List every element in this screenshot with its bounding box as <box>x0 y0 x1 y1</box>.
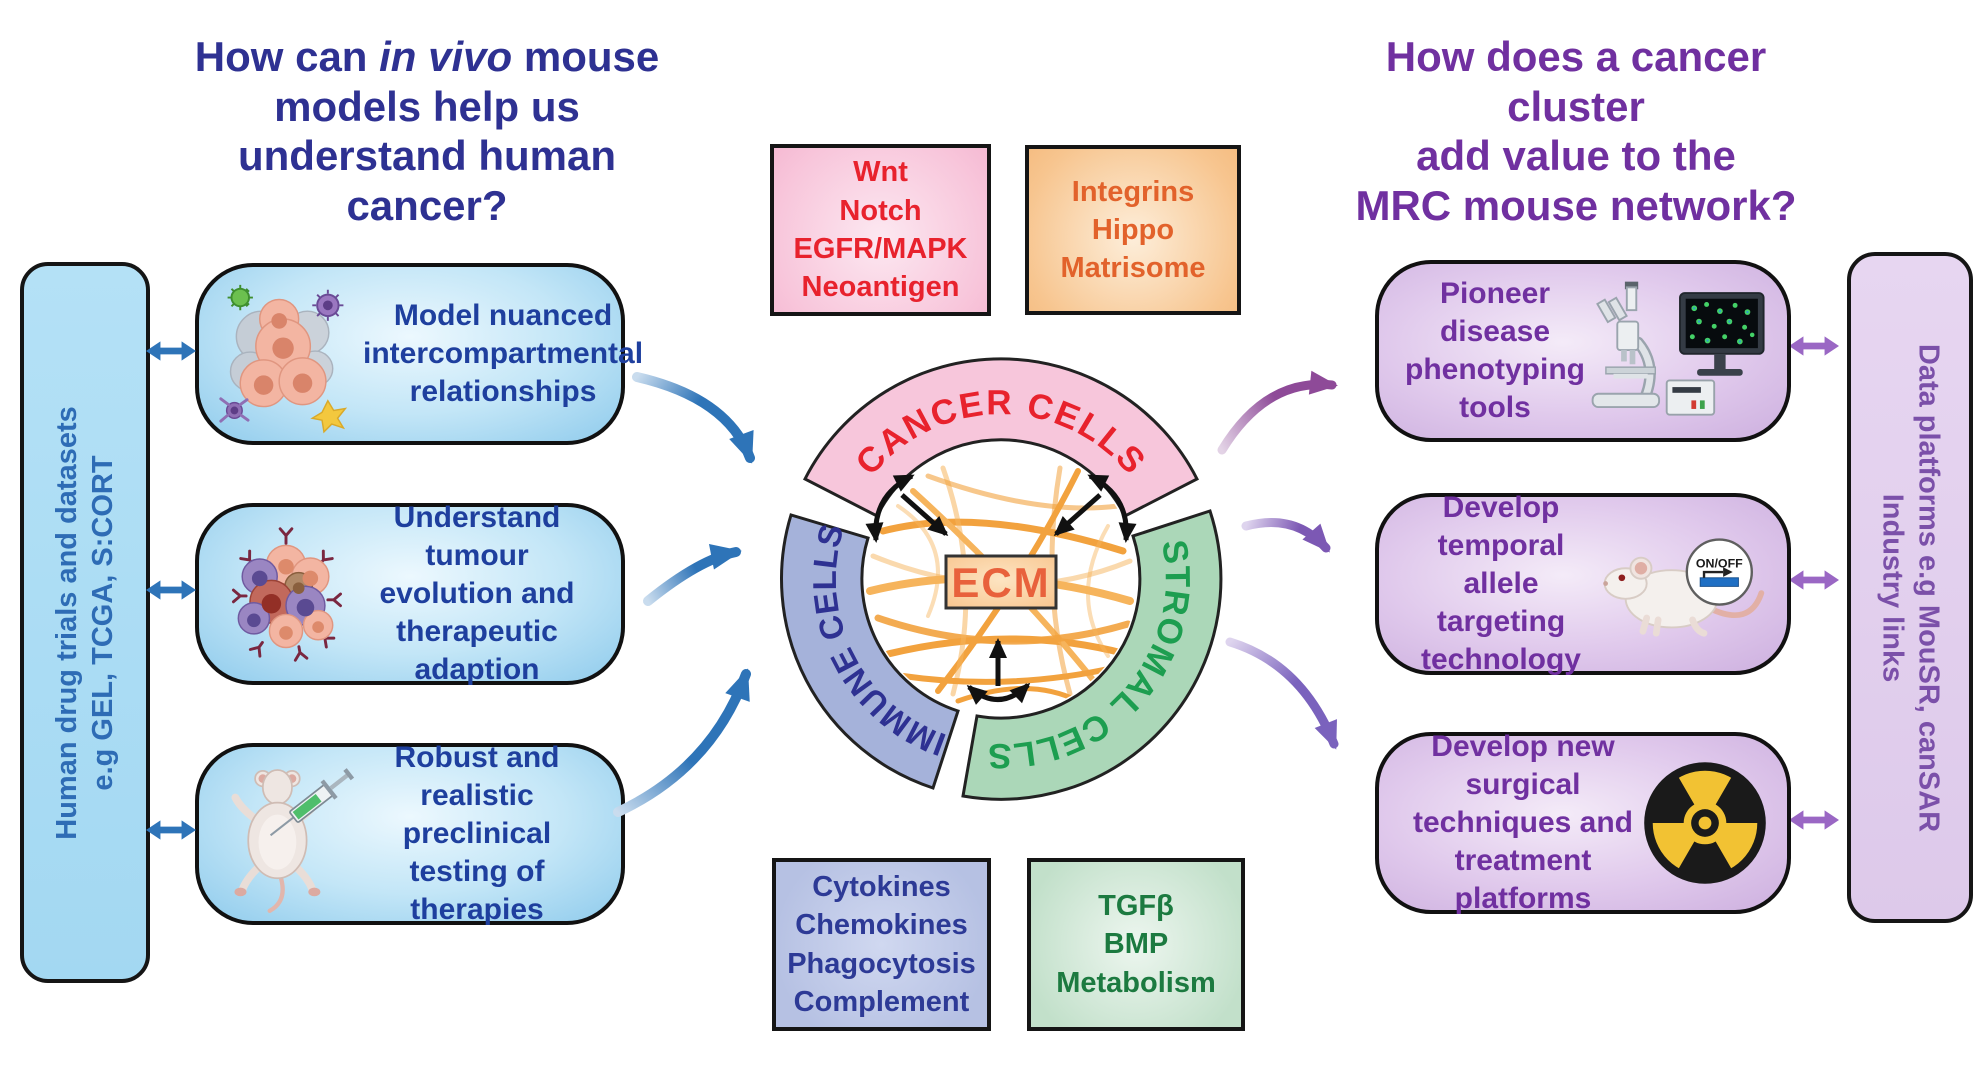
left-box-model-relationships: Model nuanced intercompartmental relatio… <box>195 263 643 445</box>
left-title-line1: How can in vivo mouse <box>194 33 660 80</box>
right-box-label: Develop new surgical techniques and trea… <box>1412 729 1634 916</box>
left-question-title: How can in vivo mouse models help us und… <box>194 33 660 229</box>
green-virus-icon <box>227 284 253 311</box>
right-sidebar-data-platforms: Data platforms e.g MouSR, canSAR Industr… <box>1847 252 1973 923</box>
ring-segment-stromal-cells <box>961 509 1223 801</box>
purple-immune-cell-icon <box>312 289 344 321</box>
cancer-pathways-box: Wnt Notch EGFR/MAPK Neoantigen <box>770 144 991 316</box>
ecm-label: ECM <box>951 559 1050 606</box>
left-box-label: Model nuanced intercompartmental relatio… <box>363 298 644 409</box>
dendritic-cell-icon <box>219 397 250 423</box>
blue-arrow-bottom <box>613 668 751 817</box>
right-box-surgical-platforms: Develop new surgical techniques and trea… <box>1375 730 1791 915</box>
syringe-icon <box>269 768 355 837</box>
on-off-switch-badge: ON/OFF <box>1685 538 1753 606</box>
left-sidebar-label: Human drug trials and datasets e.g GEL, … <box>50 405 119 840</box>
left-connector-arrow-3 <box>146 820 196 840</box>
mouse-switch-icon: ON/OFF <box>1597 524 1769 644</box>
purple-arrow-middle <box>1241 518 1331 553</box>
right-box-phenotyping-tools: Pioneer disease phenotyping tools <box>1375 260 1791 442</box>
left-connector-arrow-2 <box>146 580 196 600</box>
purple-arrow-top <box>1217 370 1338 455</box>
tumour-microenvironment-icon <box>213 274 359 434</box>
right-question-title: How does a cancer cluster add value to t… <box>1355 33 1797 229</box>
left-connector-arrow-1 <box>146 341 196 361</box>
left-box-label: Robust and realistic preclinical testing… <box>394 740 560 927</box>
ring-segment-immune-cells <box>780 513 960 790</box>
on-off-label: ON/OFF <box>1696 556 1743 570</box>
microscope-monitor-icon <box>1585 279 1775 423</box>
left-box-tumour-evolution: Understand tumour evolution and therapeu… <box>195 501 625 686</box>
right-connector-arrow-1 <box>1789 336 1839 356</box>
matrix-pathways-box: Integrins Hippo Matrisome <box>1025 145 1241 315</box>
radiation-icon <box>1641 759 1769 887</box>
right-box-allele-targeting: Develop temporal allele targeting techno… <box>1375 491 1791 676</box>
ring-segment-cancer-cells <box>802 357 1200 519</box>
control-box <box>1665 379 1716 416</box>
purple-arrow-bottom <box>1225 637 1339 750</box>
left-box-label: Understand tumour evolution and therapeu… <box>379 500 575 687</box>
right-box-label: Pioneer disease phenotyping tools <box>1405 276 1585 425</box>
yellow-stromal-cell-icon <box>310 399 348 434</box>
blue-arrow-middle <box>643 544 742 606</box>
immune-pathways-box: Cytokines Chemokines Phagocytosis Comple… <box>772 858 991 1031</box>
right-box-label: Develop temporal allele targeting techno… <box>1420 490 1581 677</box>
right-connector-arrow-2 <box>1789 570 1839 590</box>
left-sidebar-human-data: Human drug trials and datasets e.g GEL, … <box>20 262 150 983</box>
right-sidebar-label: Data platforms e.g MouSR, canSAR Industr… <box>1876 343 1945 832</box>
tumour-clone-cluster-icon <box>213 514 359 674</box>
fluorescent-cells <box>1689 301 1755 345</box>
microscope-body <box>1591 281 1661 408</box>
left-box-preclinical-testing: Robust and realistic preclinical testing… <box>195 741 625 926</box>
tumour-microenvironment-ring: CANCER CELLS STROMAL CELLS IMMUNE CELLS … <box>780 357 1223 801</box>
crosstalk-arrows <box>865 473 1137 705</box>
ecm-box <box>944 554 1058 610</box>
stromal-pathways-box: TGFβ BMP Metabolism <box>1027 858 1245 1031</box>
right-connector-arrow-3 <box>1789 810 1839 830</box>
mouse-syringe-icon <box>213 754 359 914</box>
